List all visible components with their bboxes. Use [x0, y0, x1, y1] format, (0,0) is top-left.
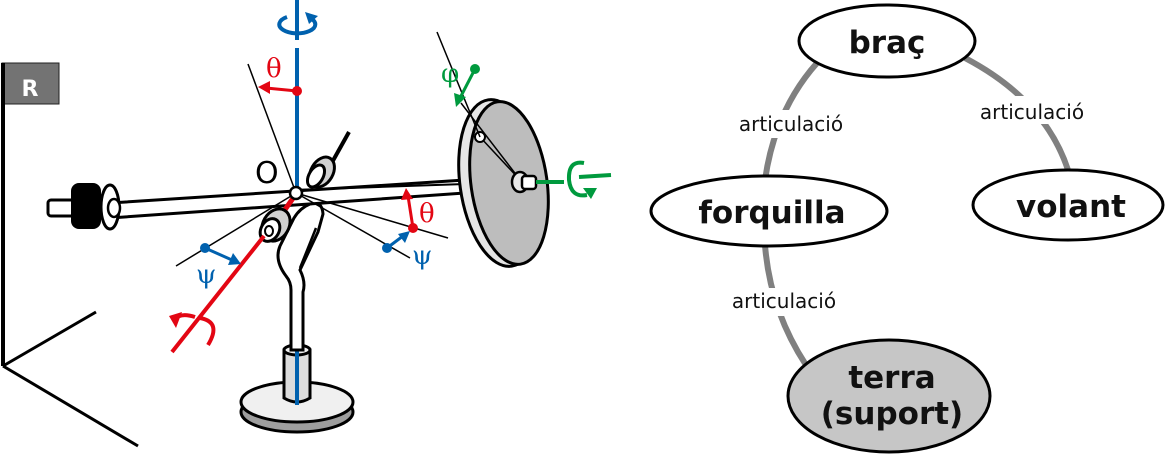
reference-frame: R [1, 62, 139, 448]
theta-marker-top: θ [258, 54, 302, 96]
upper-bearing [305, 131, 351, 189]
node-label-suport: (suport) [821, 396, 963, 432]
precession-axis [277, 0, 318, 193]
origin-label: O [255, 156, 279, 191]
psi-arrow-icon [228, 253, 241, 265]
phi-label: φ [441, 59, 459, 89]
flywheel-disc [468, 100, 550, 266]
node-label-volant: volant [1016, 189, 1126, 225]
nutation-rotation-arrow-icon [199, 316, 216, 347]
psi-marker-right: ψ [382, 231, 432, 271]
psi-label-left: ψ [196, 260, 216, 290]
node-brac: braç [797, 3, 977, 79]
theta-marker-right: θ [401, 188, 435, 233]
frame-axis-depth [2, 310, 97, 368]
reference-lines [175, 31, 481, 267]
flywheel [457, 98, 550, 268]
fork [276, 201, 325, 352]
origin-point [288, 185, 304, 201]
precession-rotation-arrow-icon [277, 15, 318, 36]
spin-rotation-arrow-icon [566, 160, 588, 198]
joint-graph: articulació articulació articulació braç… [649, 3, 1165, 454]
psi-arrow-icon [398, 231, 410, 243]
nutation-axis [169, 234, 266, 354]
frame-label-box [1, 62, 60, 105]
theta-label-right: θ [419, 199, 435, 229]
node-label-terra: terra [848, 360, 935, 396]
lower-bearing [258, 192, 299, 243]
node-volant: volant [971, 168, 1165, 242]
node-terra: terra (suport) [786, 338, 992, 454]
psi-label-right: ψ [412, 241, 432, 271]
psi-marker-left: ψ [196, 243, 241, 290]
node-label-forquilla: forquilla [698, 195, 845, 231]
spin-axis [536, 160, 612, 199]
theta-label-top: θ [266, 54, 282, 84]
phi-arrow-icon [454, 93, 466, 107]
frame-label: R [22, 77, 39, 102]
edge-label-brac-volant: articulació [980, 100, 1084, 124]
node-label-brac: braç [849, 25, 926, 61]
phi-marker: φ [441, 59, 480, 107]
theta-arrow-icon [258, 81, 270, 94]
edge-label-forquilla-brac: articulació [739, 112, 843, 136]
counterweight [71, 183, 101, 229]
edge-label-terra-forquilla: articulació [732, 289, 836, 313]
frame-axis-horizontal [2, 364, 139, 448]
theta-arrow-icon [401, 188, 413, 200]
node-forquilla: forquilla [649, 174, 889, 248]
